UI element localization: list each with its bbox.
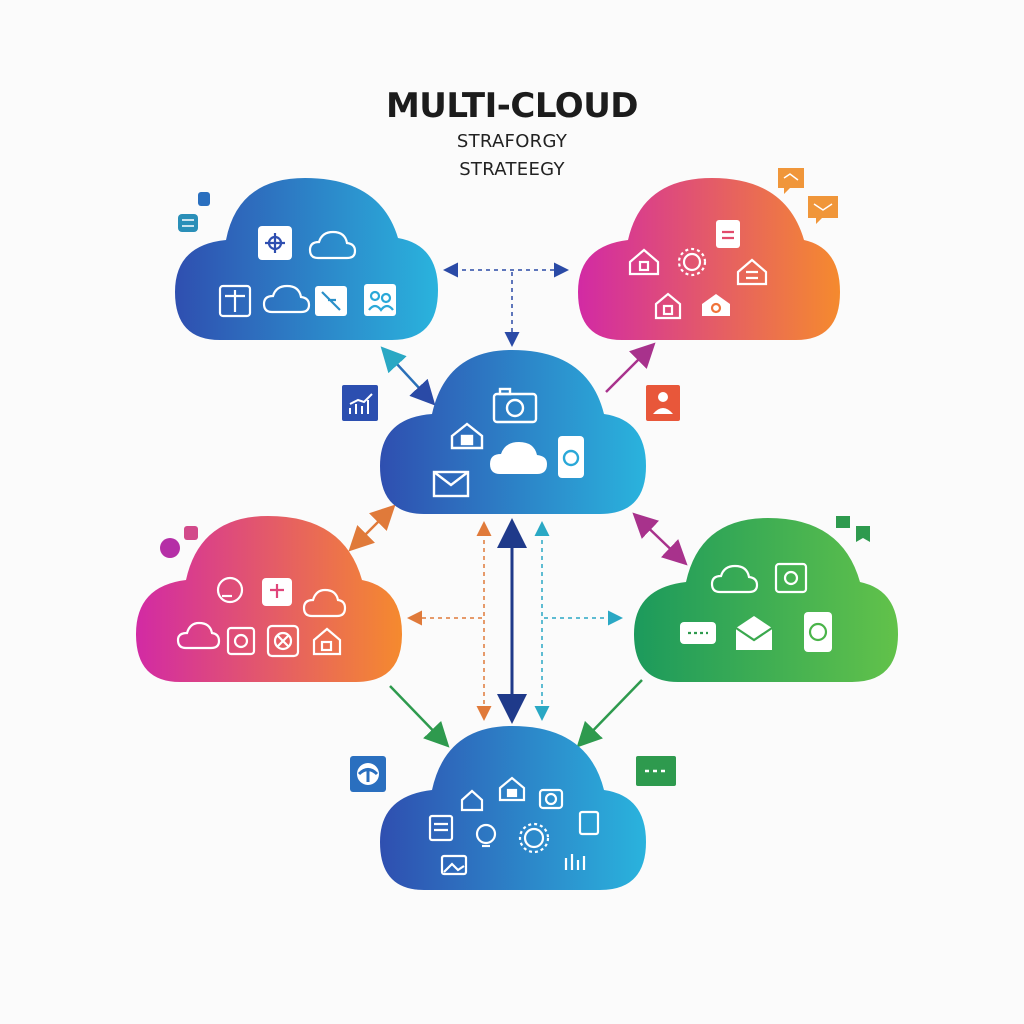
chat-bubble-icon bbox=[808, 196, 838, 224]
cloud-shape bbox=[175, 178, 438, 340]
gear-icon bbox=[226, 626, 256, 656]
house-icon bbox=[654, 292, 682, 320]
safe-icon bbox=[774, 562, 808, 594]
cloud-shape bbox=[380, 726, 646, 890]
peripheral-icons bbox=[160, 168, 870, 558]
cloud-icons bbox=[680, 562, 832, 652]
mobile-icon bbox=[558, 436, 584, 478]
house-icon bbox=[450, 422, 484, 450]
house-icon bbox=[498, 776, 526, 802]
bars-icon bbox=[564, 854, 586, 870]
grid-icon bbox=[178, 214, 198, 232]
connectors bbox=[348, 262, 688, 748]
diagram-subtitle-line-2: STRATEEGY bbox=[459, 159, 565, 180]
camera-icon bbox=[538, 788, 564, 810]
house-icon bbox=[312, 627, 342, 656]
house-icon bbox=[702, 294, 730, 316]
connector-topleft-center bbox=[380, 346, 436, 406]
cloud-shape bbox=[380, 350, 646, 514]
network-icon bbox=[262, 578, 292, 606]
cloud-mid-left bbox=[136, 516, 402, 682]
badge-headset bbox=[350, 756, 386, 792]
cloud-icons bbox=[428, 776, 600, 876]
cloud-icons bbox=[432, 387, 584, 498]
house-icon bbox=[460, 789, 484, 812]
gear-icon bbox=[677, 247, 707, 277]
cloud-icons bbox=[628, 220, 768, 320]
document-icon bbox=[716, 220, 740, 248]
cloud-mid-right bbox=[634, 518, 898, 682]
lightbulb-icon bbox=[475, 823, 497, 848]
house-icon bbox=[628, 248, 660, 276]
cloud-icon bbox=[308, 230, 357, 260]
cloud-icons bbox=[218, 226, 396, 318]
cloud-shape bbox=[634, 518, 898, 682]
document-icon bbox=[428, 814, 454, 842]
connector-center-midleft bbox=[348, 504, 396, 552]
plug-icon bbox=[315, 286, 347, 316]
tag-icon bbox=[836, 516, 870, 542]
badge-dots bbox=[636, 756, 676, 786]
bar-chart-icon bbox=[349, 393, 373, 414]
chat-icon bbox=[216, 576, 244, 604]
cloud-shape bbox=[578, 178, 840, 340]
users-icon bbox=[364, 284, 396, 316]
chat-icon bbox=[680, 622, 716, 644]
cloud-top-left bbox=[175, 178, 438, 340]
gear-icon bbox=[518, 822, 550, 854]
cloud-icon bbox=[262, 284, 311, 314]
connector-midleft-bottom bbox=[389, 685, 450, 748]
camera-icon bbox=[492, 387, 538, 424]
title-block: MULTI-CLOUD STRAFORGY STRATEEGY bbox=[0, 84, 1024, 184]
building-icon bbox=[736, 258, 768, 286]
fan-icon bbox=[266, 624, 300, 658]
mail-icon bbox=[735, 616, 773, 650]
cloud-bottom bbox=[380, 726, 646, 890]
connector-center-midright bbox=[632, 512, 688, 566]
cloud-top-right bbox=[578, 178, 840, 340]
mobile-icon bbox=[804, 612, 832, 652]
mail-icon bbox=[432, 470, 470, 498]
puzzle-icon bbox=[160, 526, 198, 558]
badge-user bbox=[646, 385, 680, 421]
image-icon bbox=[440, 854, 468, 876]
user-icon bbox=[653, 392, 673, 414]
cloud-icon bbox=[302, 588, 347, 618]
chat-bubble-icon bbox=[778, 168, 804, 194]
cloud-icon bbox=[710, 564, 759, 594]
connector-center-topright bbox=[605, 342, 656, 393]
cloud-center bbox=[380, 350, 646, 514]
network-icon bbox=[258, 226, 292, 260]
cloud-icons bbox=[176, 576, 347, 658]
document-icon bbox=[578, 810, 600, 836]
cloud-icon bbox=[176, 621, 221, 650]
badge-chart bbox=[342, 385, 378, 421]
diagram-subtitle-line-1: STRAFORGY bbox=[456, 131, 568, 152]
cloud-icon bbox=[490, 442, 547, 474]
diagram-title: MULTI-CLOUD bbox=[385, 86, 639, 126]
box-icon bbox=[218, 284, 252, 318]
lock-icon bbox=[198, 192, 210, 206]
headset-icon bbox=[357, 763, 379, 785]
connector-midright-bottom bbox=[576, 679, 643, 748]
